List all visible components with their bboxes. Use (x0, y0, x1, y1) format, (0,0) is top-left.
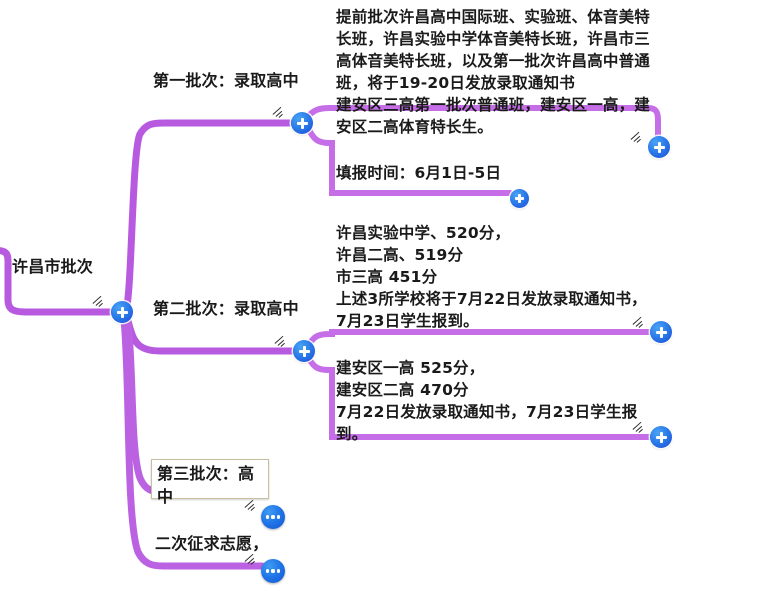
leaf-node-label-2-2[interactable]: 建安区一高 525分， 建安区二高 470分 7月22日发放录取通知书，7月23… (336, 359, 638, 443)
dot-3 (277, 515, 281, 519)
add-node-button-leaf-2-1[interactable] (650, 321, 672, 343)
root-node-label[interactable]: 许昌市批次 (12, 257, 94, 276)
leaf-node-label-1-2[interactable]: 填报时间：6月1日-5日 (336, 164, 502, 182)
resize-handle-branch-2 (274, 334, 290, 348)
resize-handle-root (92, 294, 108, 308)
add-node-button-branch-1[interactable] (291, 112, 313, 134)
add-node-button-leaf-2-2[interactable] (650, 426, 672, 448)
branch-node-label-1[interactable]: 第一批次：录取高中 (153, 71, 299, 90)
more-options-button-branch-3[interactable] (261, 505, 285, 529)
dot-3 (277, 569, 281, 573)
branch-node-label-4[interactable]: 二次征求志愿， (155, 534, 269, 553)
add-node-button-branch-2[interactable] (293, 340, 315, 362)
branch-node-label-2[interactable]: 第二批次：录取高中 (153, 299, 299, 318)
more-options-button-branch-4[interactable] (261, 559, 285, 583)
add-node-button-leaf-1-2[interactable] (510, 189, 529, 208)
leaf-node-label-2-1[interactable]: 许昌实验中学、520分， 许昌二高、519分 市三高 451分 上述3所学校将于… (336, 224, 647, 330)
dot-2 (271, 569, 275, 573)
dot-1 (265, 569, 269, 573)
resize-handle-branch-3 (244, 498, 260, 512)
leaf-node-label-1-1[interactable]: 提前批次许昌高中国际班、实验班、体音美特长班，许昌实验中学体音美特长班，许昌市三… (336, 8, 651, 136)
add-node-button-root[interactable] (111, 301, 133, 323)
dot-2 (271, 515, 275, 519)
add-node-button-leaf-1-1[interactable] (648, 136, 670, 158)
dot-1 (265, 515, 269, 519)
branch-node-label-3[interactable]: 第三批次：高中 (151, 459, 269, 506)
resize-handle-branch-1 (272, 105, 288, 119)
